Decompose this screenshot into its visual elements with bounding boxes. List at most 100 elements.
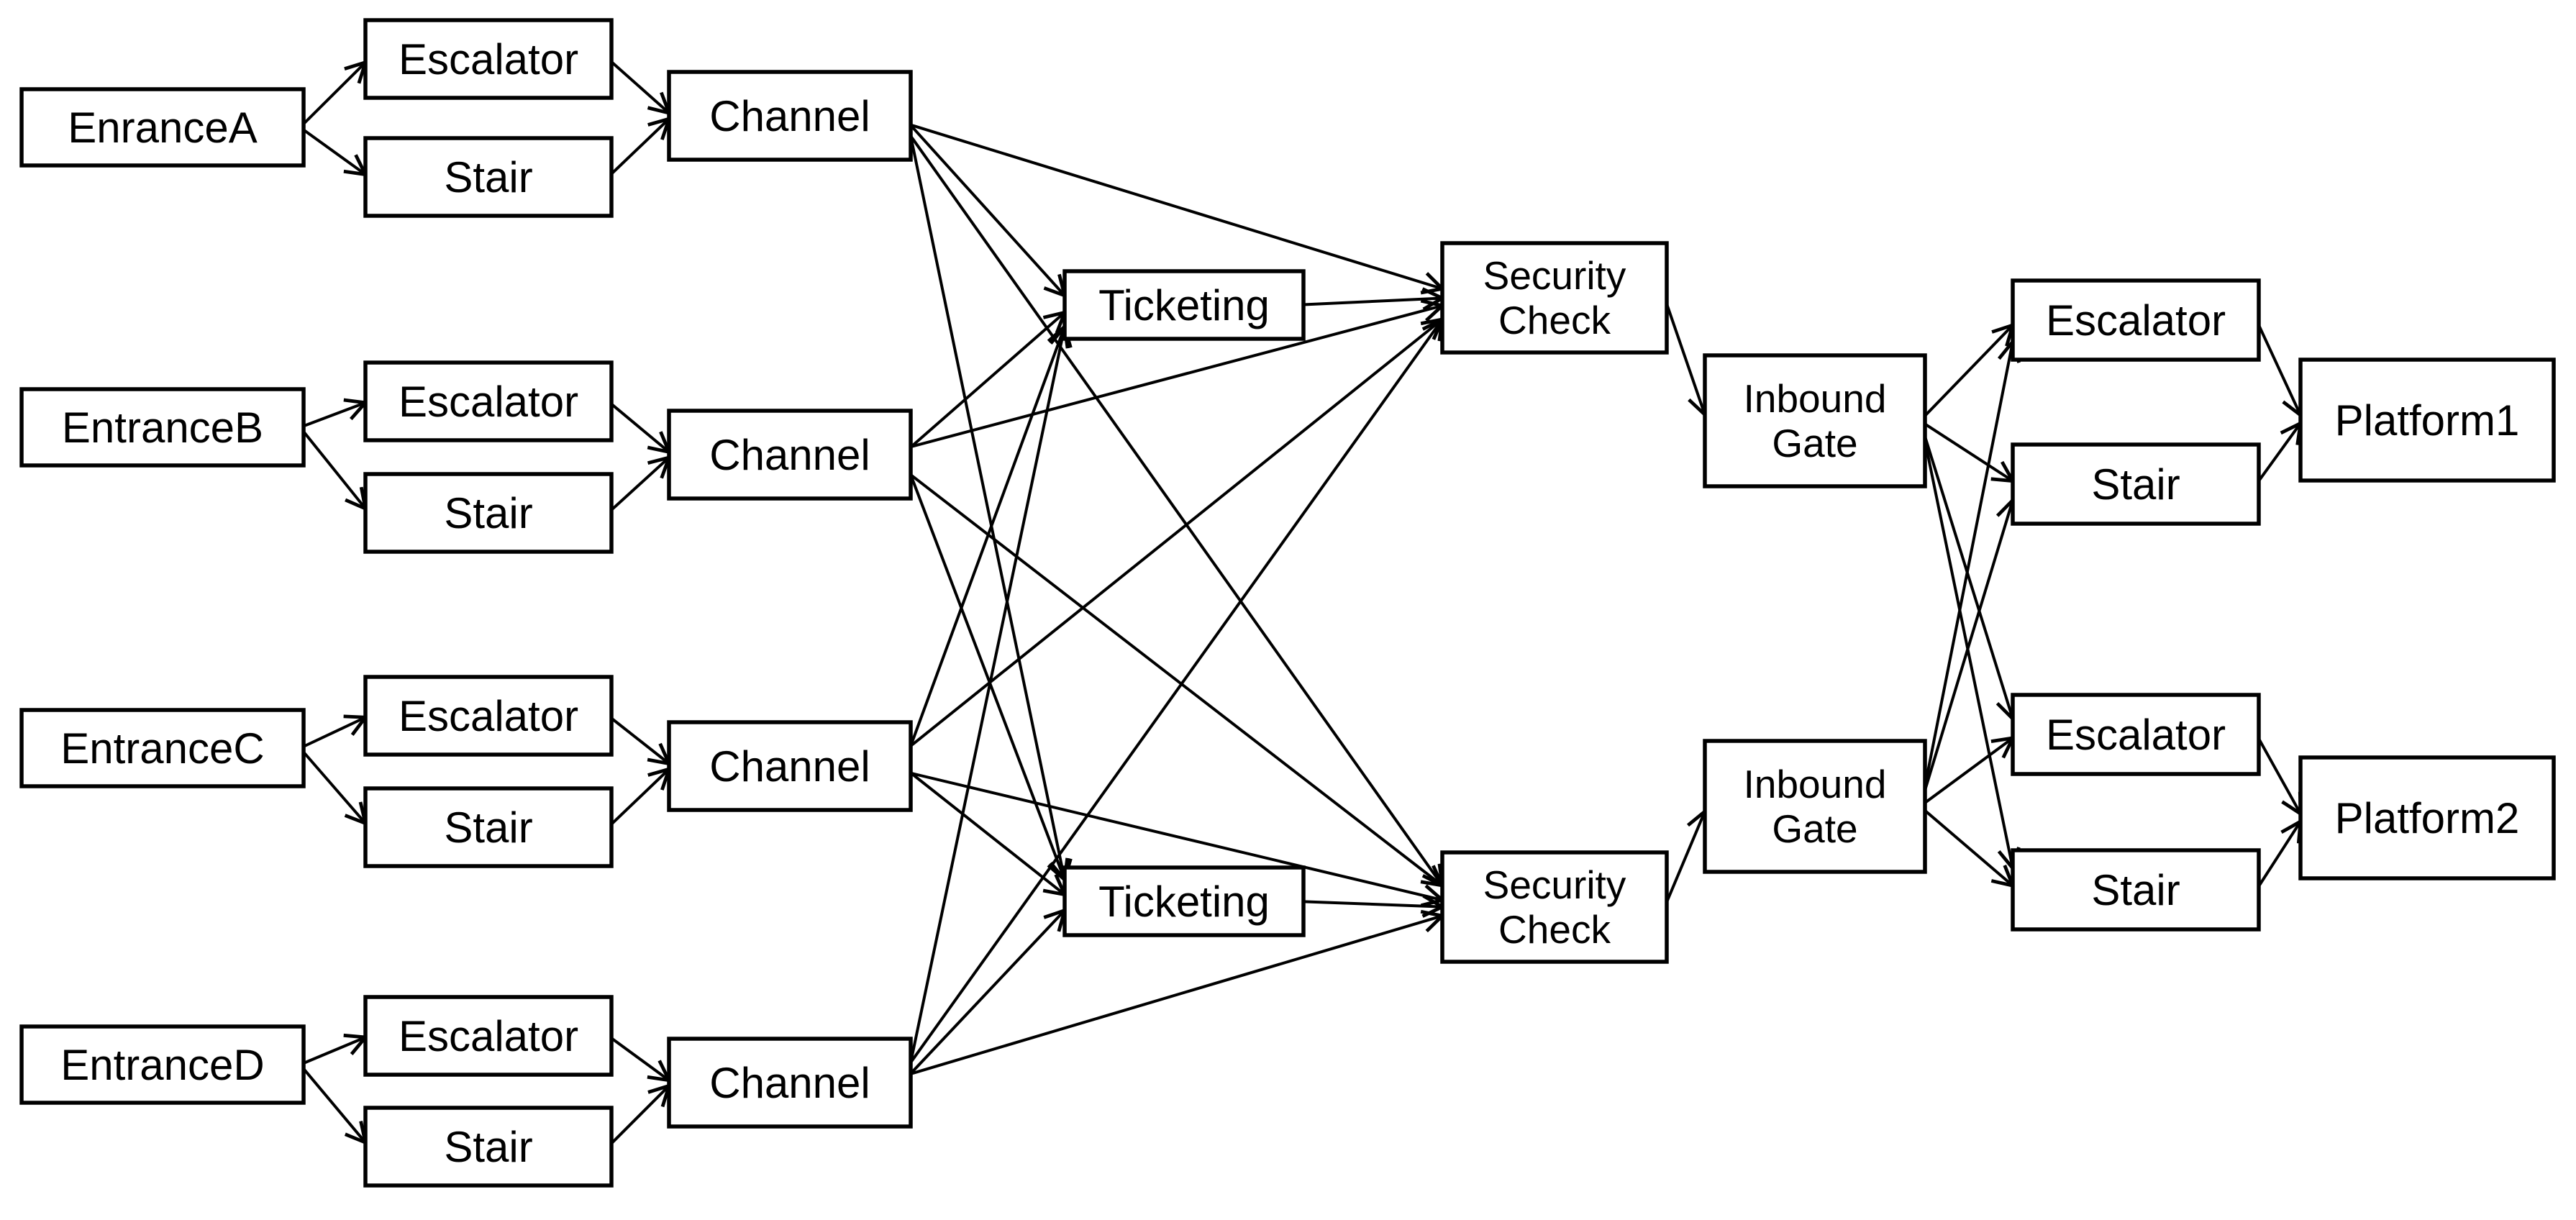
node-ticketing_2: Ticketing: [1062, 865, 1306, 937]
edge-channel_3-security_1: [909, 319, 1442, 747]
node-label-entrance_c: EntranceC: [60, 724, 264, 773]
node-box-esc_b: [363, 360, 614, 442]
node-box-channel_2: [667, 409, 913, 501]
node-label-esc_c: Escalator: [399, 692, 578, 740]
edge-layer: [302, 62, 2300, 1144]
node-label-channel_3: Channel: [709, 742, 870, 791]
node-box-stair_p2: [2011, 848, 2261, 932]
node-channel_2: Channel: [667, 409, 913, 501]
node-label-stair_p2: Stair: [2091, 866, 2180, 914]
node-box-stair_b: [363, 472, 614, 554]
node-box-channel_1: [667, 70, 913, 162]
edge-gate_1-stair_p2: [1924, 440, 2013, 868]
node-label-entrance_a: EnranceA: [68, 104, 258, 152]
node-entrance_b: EntranceB: [19, 387, 306, 468]
node-label-esc_a: Escalator: [399, 35, 578, 83]
edge-channel_3-security_2: [910, 771, 1442, 900]
edge-stair_d-channel_4: [610, 1085, 669, 1144]
node-label-entrance_d: EntranceD: [60, 1041, 264, 1089]
node-label-ticketing_2: Ticketing: [1098, 878, 1270, 926]
node-box-entrance_a: [19, 87, 306, 168]
node-box-stair_d: [363, 1106, 614, 1188]
node-label-channel_1: Channel: [709, 92, 870, 140]
edge-entrance_c-esc_c: [303, 717, 365, 748]
edge-gate_2-stair_p1: [1924, 500, 2013, 791]
edge-gate_2-esc_p2: [1924, 738, 2013, 804]
node-stair_p2: Stair: [2011, 848, 2261, 932]
node-entrance_a: EnranceA: [19, 87, 306, 168]
node-stair_a: Stair: [363, 136, 614, 218]
edge-ticketing_2-security_2: [1303, 901, 1442, 906]
node-esc_p1: Escalator: [2011, 278, 2261, 362]
node-label-stair_c: Stair: [444, 804, 532, 852]
edge-entrance_d-stair_d: [302, 1068, 365, 1143]
node-box-security_1: [1440, 241, 1669, 355]
edge-channel_2-security_2: [909, 473, 1442, 886]
edge-esc_b-channel_2: [610, 403, 669, 452]
edge-entrance_a-stair_a: [302, 128, 365, 174]
edge-channel_1-ticketing_2: [909, 135, 1065, 880]
node-label-stair_d: Stair: [444, 1123, 532, 1171]
node-box-security_2: [1440, 850, 1669, 964]
edge-entrance_b-stair_b: [302, 430, 365, 509]
node-label-esc_b: Escalator: [399, 378, 578, 426]
edge-entrance_a-esc_a: [302, 63, 365, 125]
node-label-platform_1: Platform1: [2335, 396, 2520, 445]
node-box-channel_3: [667, 720, 913, 812]
edge-security_1-gate_1: [1665, 303, 1705, 415]
node-esc_a: Escalator: [363, 18, 614, 100]
edge-stair_a-channel_1: [610, 119, 669, 176]
edge-entrance_b-esc_b: [303, 403, 365, 428]
edge-stair_b-channel_2: [610, 458, 669, 511]
node-label-esc_p1: Escalator: [2046, 296, 2226, 345]
edge-channel_2-security_1: [910, 306, 1442, 449]
edge-gate_1-esc_p2: [1924, 436, 2013, 719]
node-box-gate_1: [1703, 353, 1927, 488]
edge-stair_p1-platform_1: [2257, 423, 2300, 482]
node-box-entrance_d: [19, 1024, 306, 1105]
edge-esc_p2-platform_2: [2257, 737, 2300, 814]
edge-entrance_c-stair_c: [302, 751, 365, 824]
node-label-stair_b: Stair: [444, 489, 532, 537]
node-label-entrance_b: EntranceB: [62, 404, 263, 452]
node-stair_d: Stair: [363, 1106, 614, 1188]
node-box-stair_p1: [2011, 442, 2261, 526]
node-esc_c: Escalator: [363, 675, 614, 757]
node-label-channel_4: Channel: [709, 1059, 870, 1107]
node-esc_d: Escalator: [363, 995, 614, 1077]
edge-ticketing_1-security_1: [1303, 299, 1442, 305]
node-entrance_d: EntranceD: [19, 1024, 306, 1105]
node-box-ticketing_2: [1062, 865, 1306, 937]
edge-channel_3-ticketing_1: [909, 327, 1065, 747]
edge-stair_p2-platform_2: [2257, 821, 2300, 888]
node-label-stair_a: Stair: [444, 153, 532, 201]
edge-gate_2-stair_p2: [1924, 809, 2013, 886]
node-box-stair_a: [363, 136, 614, 218]
node-label-esc_p2: Escalator: [2046, 711, 2226, 759]
node-box-ticketing_1: [1062, 269, 1306, 341]
edge-gate_2-esc_p1: [1924, 342, 2013, 787]
edge-channel_3-ticketing_2: [909, 771, 1065, 894]
node-label-esc_d: Escalator: [399, 1012, 578, 1060]
node-label-ticketing_1: Ticketing: [1098, 281, 1270, 329]
edge-esc_c-channel_3: [610, 716, 669, 764]
edge-esc_d-channel_4: [610, 1037, 669, 1080]
node-stair_p1: Stair: [2011, 442, 2261, 526]
node-box-esc_p1: [2011, 278, 2261, 362]
node-box-channel_4: [667, 1037, 913, 1129]
edge-channel_1-security_1: [910, 123, 1442, 289]
node-box-esc_c: [363, 675, 614, 757]
node-box-platform_2: [2298, 755, 2556, 880]
edge-entrance_d-esc_d: [303, 1037, 365, 1065]
node-esc_p2: Escalator: [2011, 693, 2261, 776]
node-layer: EnranceAEscalatorStairChannelEntranceBEs…: [19, 18, 2556, 1188]
